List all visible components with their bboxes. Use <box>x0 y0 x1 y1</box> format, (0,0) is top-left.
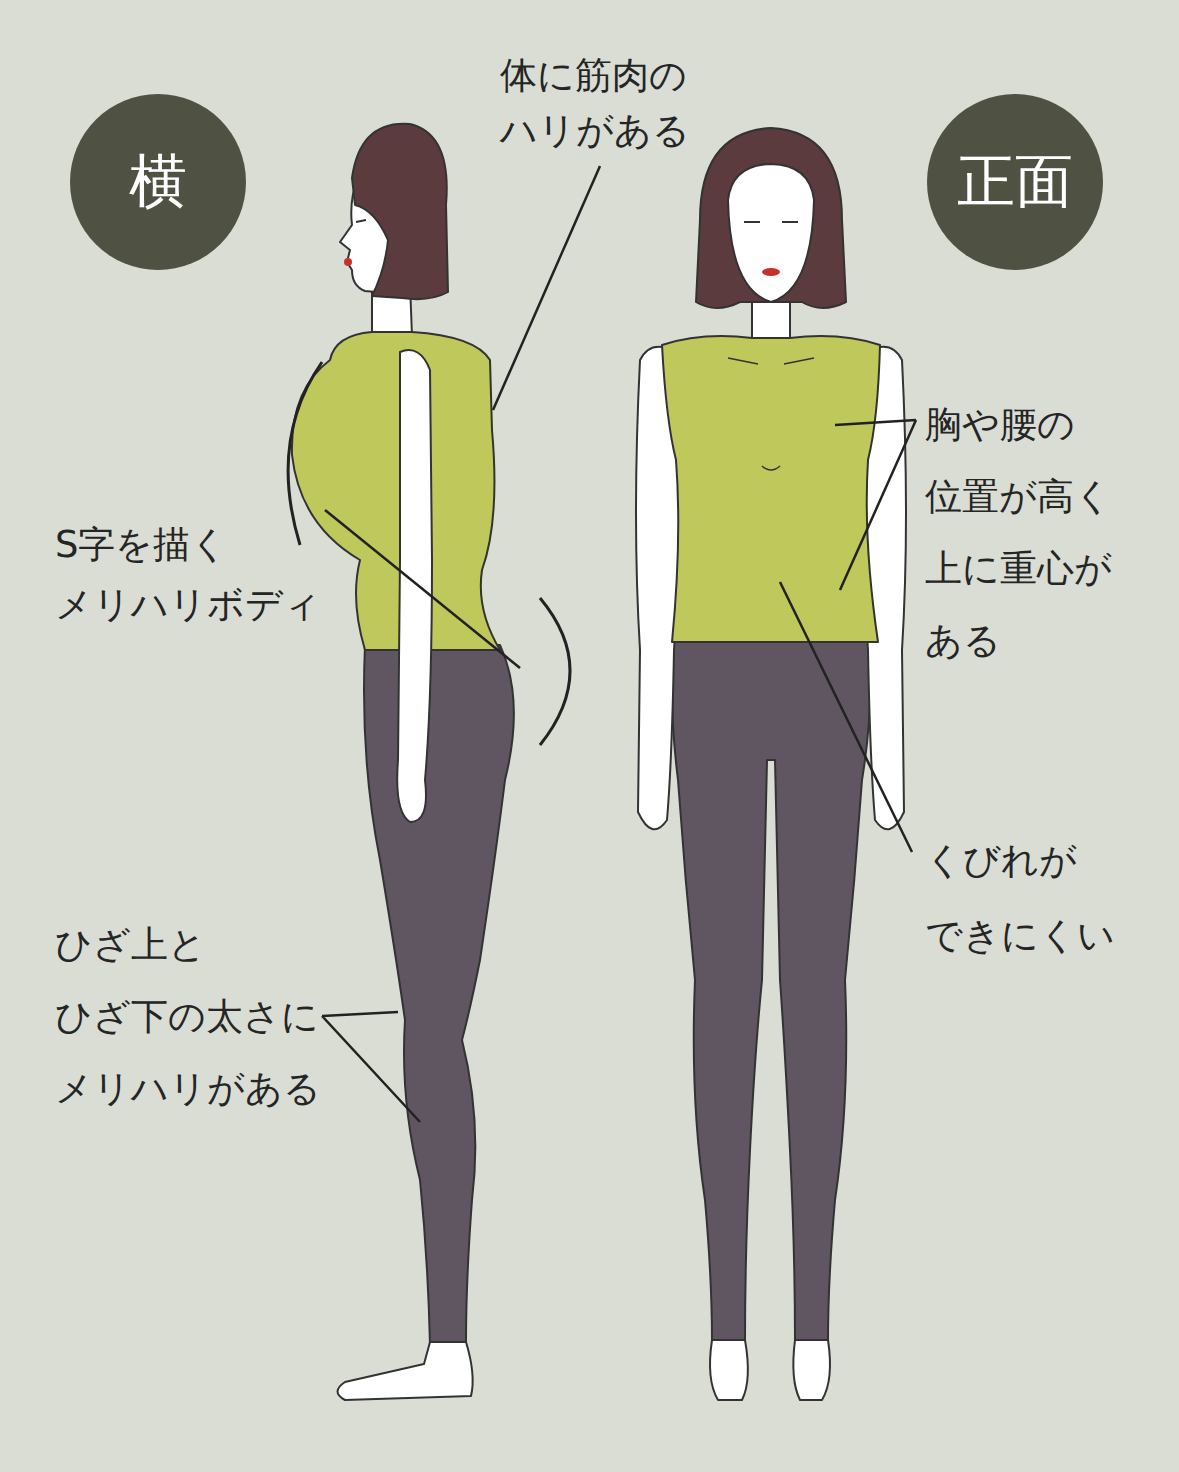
title-circle: 横 <box>70 94 246 270</box>
leader-line <box>493 166 600 410</box>
callout-note: 胸や腰の 位置が高く 上に重心が ある <box>925 389 1112 677</box>
front-lips <box>762 268 780 276</box>
side-hair <box>352 124 448 299</box>
front-foot <box>710 1340 748 1400</box>
callout-note: くびれが できにくい <box>925 823 1115 973</box>
callout-note: 体に筋肉の ハリがある <box>500 48 690 158</box>
callout-note: S字を描く メリハリボディ <box>55 515 321 635</box>
front-hair <box>696 128 846 308</box>
front-leggings <box>672 635 870 1340</box>
side-foot <box>338 1342 473 1400</box>
leader-line <box>835 420 916 590</box>
curve-bracket <box>288 362 322 545</box>
collarbone <box>728 358 814 470</box>
callout-note: ひざ上と ひざ下の太さに メリハリがある <box>55 909 321 1125</box>
front-face <box>728 164 814 302</box>
side-eye <box>356 220 366 222</box>
curve-bracket <box>540 598 570 745</box>
front-eyes <box>744 221 798 223</box>
side-leggings <box>364 645 514 1345</box>
side-arm <box>397 350 432 822</box>
leader-line <box>780 582 912 852</box>
side-lips <box>344 258 352 266</box>
circle-label: 正面 <box>957 143 1073 221</box>
leader-line <box>325 510 520 668</box>
leader-line <box>322 1012 420 1122</box>
side-top <box>292 332 500 650</box>
title-circle: 正面 <box>927 94 1103 270</box>
front-top <box>662 336 880 642</box>
front-foot <box>793 1340 830 1400</box>
circle-label: 横 <box>129 143 187 221</box>
